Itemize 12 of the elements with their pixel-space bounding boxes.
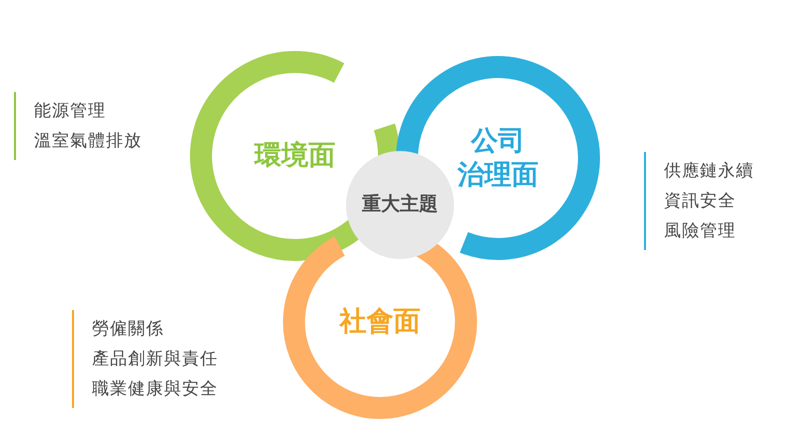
topic-item: 勞僱關係	[92, 318, 165, 341]
aspect-title: 公司治理面	[458, 124, 538, 192]
topic-item: 供應鏈永續	[664, 160, 754, 183]
topic-item: 職業健康與安全	[92, 378, 218, 401]
topic-item: 產品創新與責任	[92, 348, 218, 371]
aspect-title: 環境面	[254, 139, 336, 173]
topic-item: 溫室氣體排放	[34, 130, 142, 153]
center-label: 重大主題	[362, 193, 438, 217]
aspect-title: 社會面	[340, 305, 420, 339]
topic-item: 風險管理	[664, 220, 737, 243]
topic-item: 能源管理	[34, 100, 107, 123]
topic-item: 資訊安全	[664, 190, 737, 213]
